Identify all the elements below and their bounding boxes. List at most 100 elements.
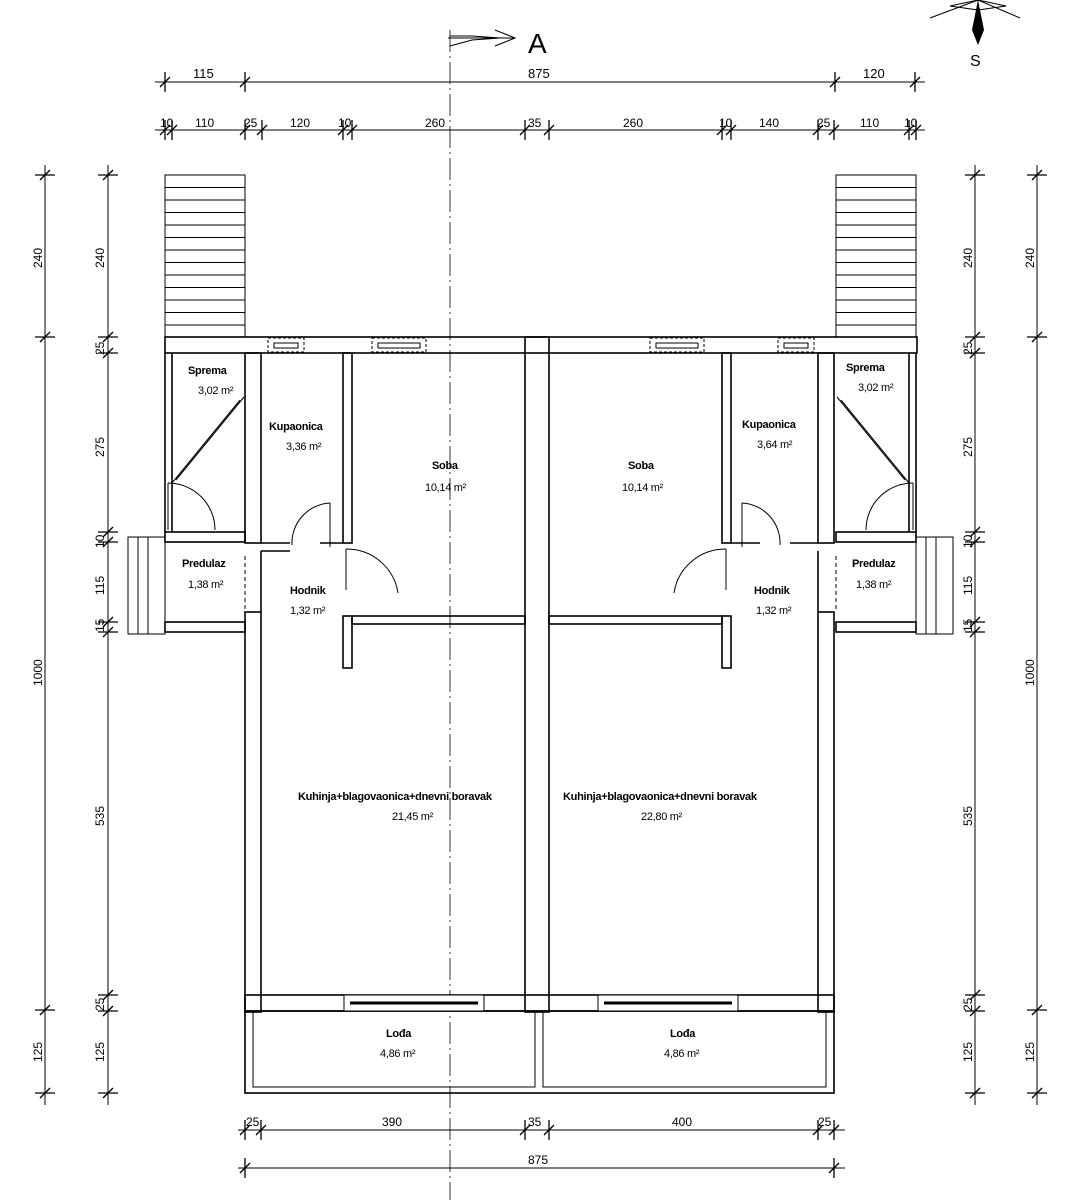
dim-bottom-outer-1: 875 — [528, 1153, 548, 1167]
stairs-left — [164, 174, 246, 338]
dimension-tick — [903, 124, 915, 136]
section-line: A — [448, 28, 547, 1200]
dimension-tick — [102, 626, 114, 638]
dimension-tick — [102, 989, 114, 1001]
stairs-right — [835, 174, 917, 338]
dimension-left-inner: 240 25 275 10 115 15 535 25 125 — [93, 165, 118, 1105]
dim-right-inner-5: 115 — [961, 576, 975, 595]
dim-bottom-inner-3: 35 — [528, 1115, 542, 1129]
dim-bottom-inner-2: 390 — [382, 1115, 402, 1129]
walls — [164, 336, 918, 1094]
dimension-tick — [102, 526, 114, 538]
room-area-sprema-right: 3,02 m² — [858, 382, 894, 394]
dim-top-inner-6: 260 — [425, 116, 445, 130]
dim-right-inner-1: 240 — [961, 248, 975, 268]
dimension-tick — [969, 989, 981, 1001]
section-marker-label: A — [528, 28, 547, 59]
dimension-right-outer: 240 1000 125 — [1023, 165, 1047, 1105]
dim-left-inner-2: 25 — [93, 341, 107, 355]
room-area-kupaonica-right: 3,64 m² — [757, 439, 793, 451]
windows — [267, 337, 815, 1012]
dim-top-inner-12: 110 — [860, 116, 879, 130]
dim-left-inner-7: 535 — [93, 806, 107, 826]
dimension-tick — [969, 169, 981, 181]
dim-right-inner-9: 125 — [961, 1042, 975, 1062]
room-area-hodnik-left: 1,32 m² — [290, 605, 326, 617]
dim-top-outer-3: 120 — [863, 66, 885, 81]
room-name-living-left: Kuhinja+blagovaonica+dnevni boravak — [298, 791, 493, 803]
room-name-kupaonica-right: Kupaonica — [742, 419, 797, 431]
dimension-tick — [725, 124, 737, 136]
dimension-top-outer: 115 875 120 — [155, 66, 925, 92]
north-arrow-icon: S — [929, 0, 1021, 70]
dimension-right-inner: 240 25 275 10 115 15 535 25 125 — [961, 165, 985, 1105]
dim-left-inner-3: 275 — [93, 437, 107, 457]
room-area-loggia-right: 4,86 m² — [664, 1048, 700, 1060]
dim-right-outer-2: 1000 — [1023, 659, 1037, 686]
room-area-loggia-left: 4,86 m² — [380, 1048, 416, 1060]
dimension-tick — [969, 347, 981, 359]
dimension-tick — [102, 347, 114, 359]
room-area-soba-left: 10,14 m² — [425, 482, 467, 494]
dim-left-inner-4: 10 — [93, 534, 107, 548]
dimension-top-inner: 10 110 25 120 10 260 35 260 10 140 25 11… — [155, 116, 925, 140]
room-area-hodnik-right: 1,32 m² — [756, 605, 792, 617]
dim-top-inner-7: 35 — [528, 116, 542, 130]
dim-top-outer-1: 115 — [193, 66, 214, 81]
dim-top-inner-3: 25 — [244, 116, 258, 130]
dimension-tick — [969, 626, 981, 638]
dim-left-inner-9: 125 — [93, 1042, 107, 1062]
dimension-tick — [969, 526, 981, 538]
dim-left-inner-6: 15 — [93, 618, 107, 632]
dimension-bottom-outer: 875 — [238, 1153, 845, 1178]
dim-right-inner-6: 15 — [961, 618, 975, 632]
dimension-tick — [969, 331, 981, 343]
dimension-tick — [239, 124, 251, 136]
dim-left-outer-3: 125 — [31, 1042, 45, 1062]
doors — [167, 396, 914, 612]
dimension-tick — [256, 124, 268, 136]
compass-label: S — [970, 53, 981, 70]
room-name-sprema-right: Sprema — [846, 362, 886, 374]
dimension-tick — [910, 124, 922, 136]
dim-right-inner-3: 275 — [961, 437, 975, 457]
dim-top-inner-10: 140 — [759, 116, 779, 130]
room-area-predulaz-right: 1,38 m² — [856, 579, 892, 591]
room-name-kupaonica-left: Kupaonica — [269, 421, 324, 433]
dim-top-inner-5: 10 — [338, 116, 352, 130]
dimension-tick — [166, 124, 178, 136]
dim-top-inner-1: 10 — [160, 116, 174, 130]
room-name-loggia-right: Lođa — [670, 1028, 696, 1040]
dimension-tick — [969, 536, 981, 548]
dim-top-inner-11: 25 — [817, 116, 831, 130]
dimension-tick — [102, 616, 114, 628]
room-labels: Sprema 3,02 m² Kupaonica 3,36 m² Soba 10… — [182, 362, 897, 1060]
room-area-soba-right: 10,14 m² — [622, 482, 664, 494]
dim-left-outer-2: 1000 — [31, 659, 45, 686]
room-area-predulaz-left: 1,38 m² — [188, 579, 224, 591]
dim-bottom-inner-5: 25 — [818, 1115, 832, 1129]
room-name-soba-right: Soba — [628, 460, 655, 472]
dimension-tick — [102, 1087, 114, 1099]
room-area-kupaonica-left: 3,36 m² — [286, 441, 322, 453]
dim-right-inner-4: 10 — [961, 534, 975, 548]
room-name-living-right: Kuhinja+blagovaonica+dnevni boravak — [563, 791, 758, 803]
dim-left-inner-8: 25 — [93, 997, 107, 1011]
room-name-hodnik-right: Hodnik — [754, 585, 791, 597]
dim-bottom-inner-1: 25 — [246, 1115, 260, 1129]
dimension-tick — [102, 331, 114, 343]
dimension-tick — [337, 124, 349, 136]
room-name-predulaz-left: Predulaz — [182, 558, 226, 570]
room-name-loggia-left: Lođa — [386, 1028, 412, 1040]
room-name-soba-left: Soba — [432, 460, 459, 472]
dimension-tick — [812, 124, 824, 136]
dim-top-inner-8: 260 — [623, 116, 643, 130]
room-area-living-right: 22,80 m² — [641, 811, 683, 823]
room-name-predulaz-right: Predulaz — [852, 558, 896, 570]
dimension-tick — [969, 1087, 981, 1099]
dim-left-inner-5: 115 — [93, 576, 107, 595]
dim-top-inner-9: 10 — [719, 116, 733, 130]
dim-bottom-inner-4: 400 — [672, 1115, 692, 1129]
dimension-tick — [102, 1005, 114, 1017]
